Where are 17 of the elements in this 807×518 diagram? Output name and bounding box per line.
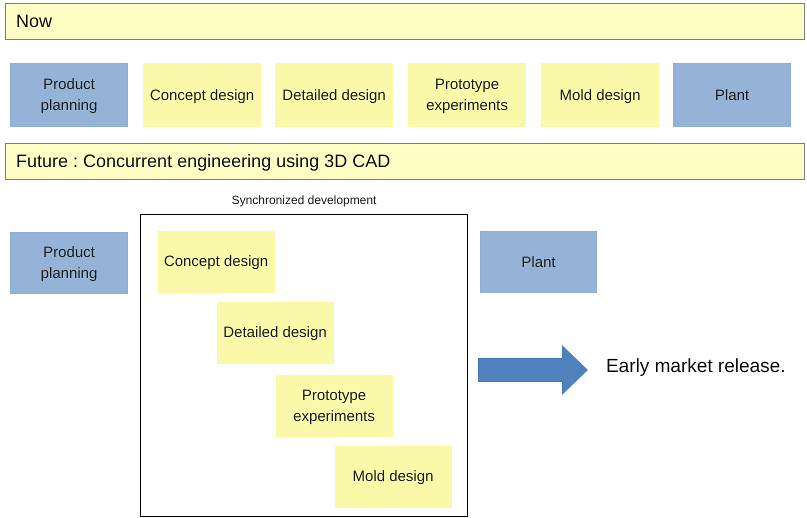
title-band: Future : Concurrent engineering using 3D CAD — [5, 143, 805, 180]
process-box: Plant — [673, 63, 791, 127]
process-box: Mold design — [541, 63, 659, 127]
title-band: Now — [5, 3, 805, 40]
process-box: Concept design — [158, 230, 274, 292]
result-text: Early market release. — [606, 356, 806, 384]
process-box: Plant — [480, 231, 597, 293]
block-arrow — [478, 345, 588, 395]
process-box: Product planning — [10, 232, 128, 294]
process-box: Prototype experiments — [408, 63, 526, 127]
group-heading: Synchronized development — [230, 193, 378, 207]
process-box: Concept design — [143, 63, 261, 127]
process-box: Product planning — [10, 63, 128, 127]
process-box: Mold design — [334, 446, 452, 508]
process-box: Prototype experiments — [276, 374, 392, 436]
process-box: Detailed design — [275, 63, 393, 127]
process-box: Detailed design — [216, 302, 334, 364]
